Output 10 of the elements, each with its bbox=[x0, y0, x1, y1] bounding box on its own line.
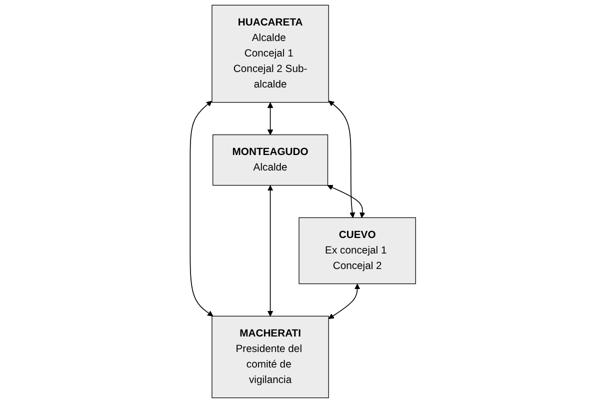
node-box: MONTEAGUDO Alcalde bbox=[212, 134, 328, 186]
node-box: HUACARETA Alcalde Concejal 1 Concejal 2 Sub-alcalde bbox=[212, 4, 330, 103]
arrow bbox=[328, 284, 360, 320]
node-box: MACHERATI Presidente del comité de vigilancia bbox=[212, 316, 330, 398]
arrow bbox=[190, 100, 214, 316]
arrow bbox=[328, 100, 356, 218]
arrow bbox=[268, 185, 274, 316]
arrow bbox=[268, 102, 274, 136]
node-box: CUEVO Ex concejal 1 Concejal 2 bbox=[298, 217, 416, 284]
arrow bbox=[327, 184, 366, 218]
